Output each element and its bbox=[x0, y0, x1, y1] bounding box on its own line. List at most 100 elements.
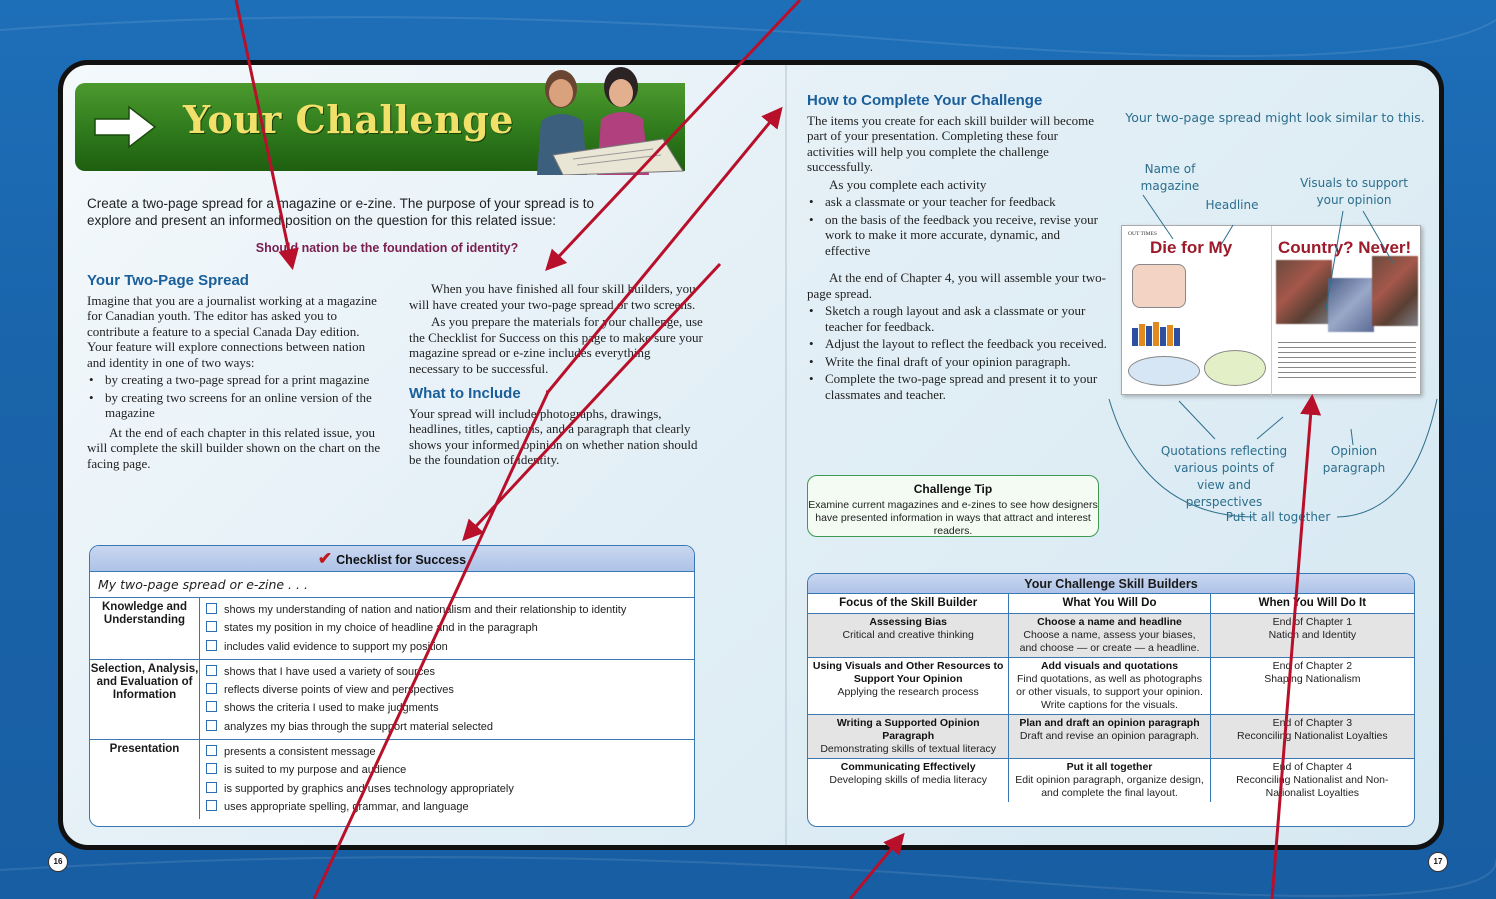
checklist-category: Knowledge and Understanding bbox=[90, 598, 200, 659]
checklist-item[interactable]: includes valid evidence to support my po… bbox=[206, 638, 688, 656]
checklist-item[interactable]: is suited to my purpose and audience bbox=[206, 761, 688, 779]
checkbox[interactable] bbox=[206, 763, 217, 775]
checklist-item[interactable]: reflects diverse points of view and pers… bbox=[206, 681, 688, 699]
checklist-item-text: presents a consistent message bbox=[224, 746, 376, 759]
assemble-list: Sketch a rough layout and ask a classmat… bbox=[807, 303, 1107, 402]
do-title: Plan and draft an opinion paragraph bbox=[1019, 717, 1200, 729]
what-to-include-text: Your spread will include photographs, dr… bbox=[409, 405, 698, 468]
two-page-spread-paragraph: Imagine that you are a journalist workin… bbox=[87, 292, 377, 370]
checklist-item-text: shows that I have used a variety of sour… bbox=[224, 665, 435, 678]
list-item: Sketch a rough layout and ask a classmat… bbox=[807, 303, 1107, 334]
focus-desc: Demonstrating skills of textual literacy bbox=[820, 743, 996, 755]
checklist-row: Knowledge and Understanding shows my und… bbox=[90, 598, 694, 660]
column-header: Focus of the Skill Builder bbox=[808, 594, 1010, 613]
list-item: on the basis of the feedback you receive… bbox=[807, 212, 1107, 259]
checklist-category: Presentation bbox=[90, 740, 200, 820]
checklist-item[interactable]: states my position in my choice of headl… bbox=[206, 619, 688, 637]
checkbox[interactable] bbox=[206, 664, 217, 676]
left-column-2: When you have finished all four skill bu… bbox=[409, 281, 703, 470]
label-magazine-name: Name of magazine bbox=[1140, 162, 1200, 193]
checklist-item-text: reflects diverse points of view and pers… bbox=[224, 684, 454, 697]
sample-photo bbox=[1372, 256, 1418, 326]
table-header-row: Focus of the Skill Builder What You Will… bbox=[808, 594, 1414, 614]
focus-desc: Developing skills of media literacy bbox=[829, 774, 987, 786]
tip-title: Challenge Tip bbox=[913, 482, 993, 496]
checklist-item[interactable]: analyzes my bias through the support mat… bbox=[206, 718, 688, 736]
checkbox[interactable] bbox=[206, 683, 217, 695]
sample-left-page: OUT TIMES Die for My bbox=[1122, 226, 1272, 396]
spread-options-list: by creating a two-page spread for a prin… bbox=[87, 372, 381, 421]
sample-photo bbox=[1276, 260, 1332, 324]
quote-bubble bbox=[1128, 356, 1200, 386]
column-header: What You Will Do bbox=[1009, 594, 1211, 613]
checkbox[interactable] bbox=[206, 603, 217, 614]
sample-photo bbox=[1328, 278, 1374, 332]
checkbox[interactable] bbox=[206, 745, 217, 757]
checklist-category: Selection, Analysis, and Evaluation of I… bbox=[90, 659, 200, 740]
checklist-row: Presentation presents a consistent messa… bbox=[90, 740, 694, 820]
list-item: by creating two screens for an online ve… bbox=[87, 390, 381, 421]
label-visuals: Visuals to support your opinion bbox=[1300, 176, 1408, 207]
textbook-spread: Your Challenge Create a two-page spread … bbox=[58, 60, 1444, 850]
how-to-paragraph: The items you create for each skill buil… bbox=[807, 112, 1094, 175]
label-quotations: Quotations reflecting various points of … bbox=[1160, 444, 1288, 509]
focus-title: Communicating Effectively bbox=[840, 761, 976, 773]
sample-spread: OUT TIMES Die for My Country? Never! bbox=[1121, 225, 1421, 396]
label-opinion: Opinion paragraph bbox=[1322, 444, 1386, 475]
assemble-paragraph: At the end of Chapter 4, you will assemb… bbox=[807, 270, 1106, 301]
focus-title: Writing a Supported Opinion Paragraph bbox=[836, 717, 980, 742]
page-number-left: 16 bbox=[48, 852, 68, 872]
checklist-header: ✔Checklist for Success bbox=[90, 546, 694, 572]
list-item: Complete the two-page spread and present… bbox=[807, 371, 1107, 402]
checklist-item-text: is suited to my purpose and audience bbox=[224, 764, 407, 777]
two-page-spread-section: Your Two-Page Spread Imagine that you ar… bbox=[87, 273, 381, 473]
skill-builders-title: Your Challenge Skill Builders bbox=[808, 574, 1414, 594]
label-headline: Headline bbox=[1205, 198, 1259, 212]
checklist-item-text: shows the criteria I used to make judgme… bbox=[224, 702, 439, 715]
sample-paper-name: OUT TIMES bbox=[1128, 231, 1157, 237]
sample-headline-right: Country? Never! bbox=[1278, 238, 1412, 257]
do-title: Add visuals and quotations bbox=[1040, 660, 1179, 672]
list-item: ask a classmate or your teacher for feed… bbox=[807, 194, 1107, 210]
checklist-item[interactable]: shows the criteria I used to make judgme… bbox=[206, 699, 688, 717]
checklist-item[interactable]: shows my understanding of nation and nat… bbox=[206, 601, 688, 619]
challenge-tip: Challenge Tip Examine current magazines … bbox=[807, 475, 1099, 537]
checklist-item[interactable]: presents a consistent message bbox=[206, 743, 688, 761]
checkbox[interactable] bbox=[206, 621, 217, 633]
finished-paragraph: When you have finished all four skill bu… bbox=[409, 281, 696, 312]
checklist-row: Selection, Analysis, and Evaluation of I… bbox=[90, 659, 694, 741]
when-cell: End of Chapter 1 Nation and Identity bbox=[1268, 616, 1357, 641]
checkbox[interactable] bbox=[206, 799, 217, 811]
checkbox[interactable] bbox=[206, 719, 217, 731]
checklist-item[interactable]: shows that I have used a variety of sour… bbox=[206, 663, 688, 681]
as-you-complete-text: As you complete each activity bbox=[829, 176, 987, 192]
checklist-paragraph: As you prepare the materials for your ch… bbox=[409, 314, 703, 376]
checklist-item-text: includes valid evidence to support my po… bbox=[224, 640, 448, 653]
skill-builder-paragraph: At the end of each chapter in this relat… bbox=[87, 424, 381, 471]
checkbox[interactable] bbox=[206, 701, 217, 713]
related-issue-question: Should nation be the foundation of ident… bbox=[255, 241, 519, 255]
do-desc: Edit opinion paragraph, organize design,… bbox=[1015, 774, 1204, 799]
page-gutter bbox=[785, 65, 787, 845]
checkmark-icon: ✔ bbox=[317, 549, 333, 568]
do-title: Put it all together bbox=[1066, 761, 1153, 773]
page-title: Your Challenge bbox=[183, 97, 514, 142]
when-cell: End of Chapter 2 Shaping Nationalism bbox=[1264, 660, 1361, 685]
checklist-item[interactable]: uses appropriate spelling, grammar, and … bbox=[206, 798, 688, 816]
checklist-item[interactable]: is supported by graphics and uses techno… bbox=[206, 780, 688, 798]
list-item: by creating a two-page spread for a prin… bbox=[87, 372, 381, 388]
do-desc: Choose a name, assess your biases, and c… bbox=[1019, 629, 1200, 654]
checklist-items: shows that I have used a variety of sour… bbox=[200, 660, 694, 739]
quote-bubble bbox=[1204, 350, 1266, 386]
checkbox[interactable] bbox=[206, 639, 217, 651]
sample-opinion-text bbox=[1278, 342, 1416, 382]
checkbox[interactable] bbox=[206, 781, 217, 793]
when-cell: End of Chapter 4 Reconciling Nationalist… bbox=[1236, 761, 1389, 799]
focus-title: Assessing Bias bbox=[869, 616, 947, 628]
